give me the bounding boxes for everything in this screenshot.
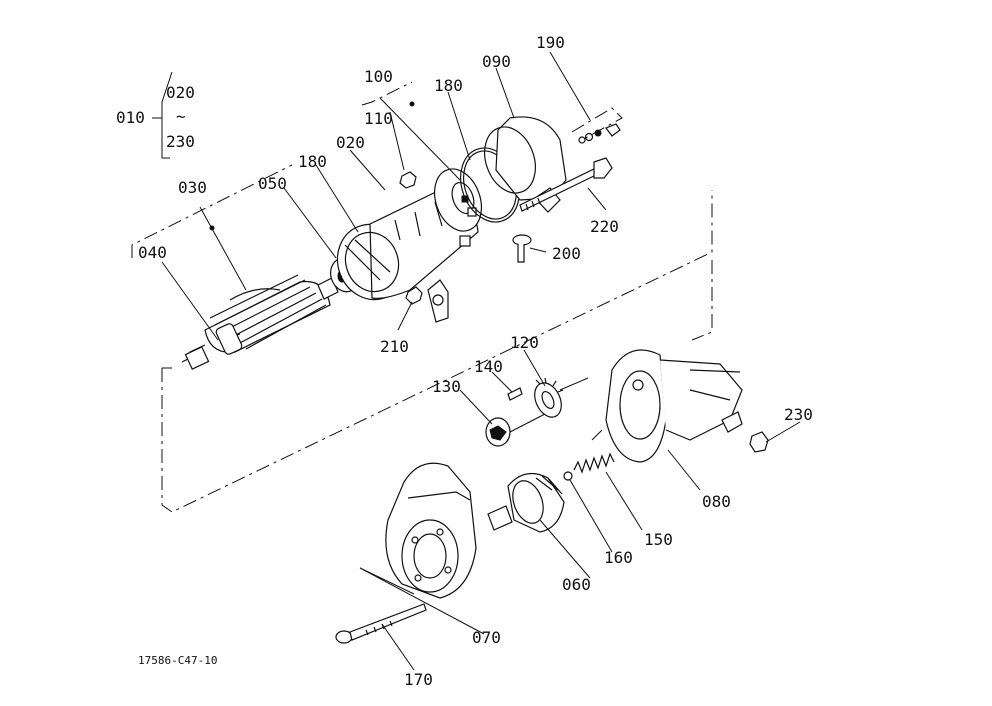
tilde-mark: ~: [176, 107, 186, 126]
label-100: 100: [364, 67, 393, 86]
label-230-a: 230: [166, 132, 195, 151]
switch-body-080: [605, 349, 743, 463]
label-140: 140: [474, 357, 503, 376]
hardware-set-190: [578, 123, 621, 144]
label-050: 050: [258, 174, 287, 193]
label-180-b: 180: [434, 76, 463, 95]
label-160: 160: [604, 548, 633, 567]
pinion-parts: [485, 377, 589, 447]
label-030: 030: [178, 178, 207, 197]
part-labels: 030 040 050 180 020 110 100 180 090 190 …: [138, 33, 813, 689]
screw-200: [512, 234, 532, 263]
label-150: 150: [644, 530, 673, 549]
label-200: 200: [552, 244, 581, 263]
label-080: 080: [702, 492, 731, 511]
label-010: 010: [116, 108, 145, 127]
bolt-170: [335, 603, 427, 644]
label-190: 190: [536, 33, 565, 52]
nut-230: [749, 431, 769, 453]
label-090: 090: [482, 52, 511, 71]
drive-housing-070: [385, 462, 477, 599]
label-210: 210: [380, 337, 409, 356]
label-130: 130: [432, 377, 461, 396]
nut-210: [405, 286, 423, 305]
spring-and-ball: [563, 452, 615, 481]
nuts: [399, 171, 423, 305]
label-020-b: 020: [336, 133, 365, 152]
nut-110: [399, 171, 417, 189]
label-230-b: 230: [784, 405, 813, 424]
label-110: 110: [364, 109, 393, 128]
gear-120: [534, 382, 562, 418]
label-170: 170: [404, 670, 433, 689]
label-060: 060: [562, 575, 591, 594]
label-220: 220: [590, 217, 619, 236]
label-070: 070: [472, 628, 501, 647]
label-180-a: 180: [298, 152, 327, 171]
group-bracket-010: 010 020 ~ 230: [116, 71, 195, 159]
drawing-reference-code: 17586-C47-10: [138, 654, 217, 667]
label-040: 040: [138, 243, 167, 262]
leader-lines: [161, 51, 801, 671]
clutch-060: [487, 472, 565, 533]
label-120: 120: [510, 333, 539, 352]
through-bolt-220: [519, 157, 613, 212]
label-020-a: 020: [166, 83, 195, 102]
rear-cover-090: [484, 116, 567, 213]
pin-140: [507, 387, 523, 401]
